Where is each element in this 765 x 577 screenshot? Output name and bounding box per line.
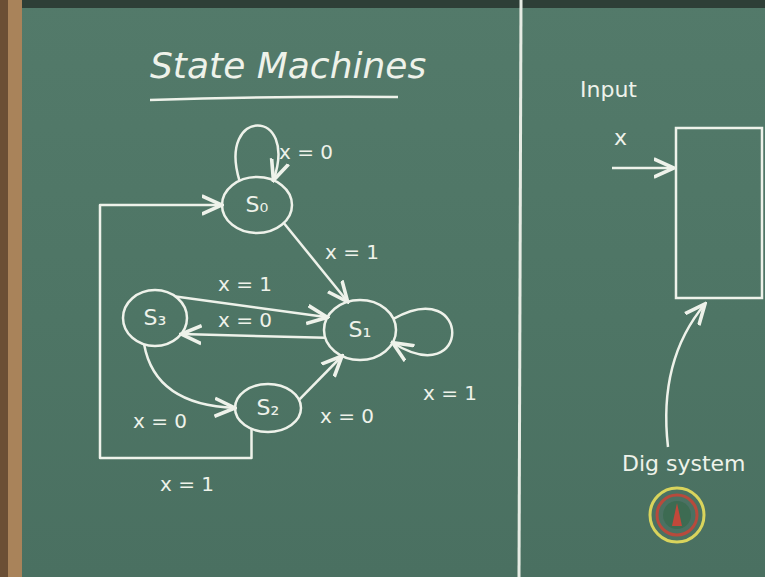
state-name: S₂ bbox=[257, 396, 280, 420]
leader-arrow bbox=[666, 304, 705, 447]
system-box bbox=[676, 128, 762, 298]
state-circle: S₁ bbox=[322, 298, 398, 362]
transition-label: x = 1 bbox=[423, 382, 477, 404]
transition-label: x = 1 bbox=[160, 473, 214, 495]
title: State Machines bbox=[150, 46, 426, 86]
board-top-edge bbox=[22, 0, 765, 8]
state-circle: S₂ bbox=[233, 382, 303, 434]
board-label: Input bbox=[580, 78, 637, 102]
board-label: Dig system bbox=[622, 452, 746, 476]
transition-arrow bbox=[181, 334, 325, 338]
title-underline bbox=[150, 97, 398, 100]
state-circle: S₀ bbox=[220, 175, 294, 235]
wood-frame bbox=[0, 0, 22, 577]
transition-label: x = 0 bbox=[279, 141, 333, 163]
transition-label: x = 0 bbox=[133, 410, 187, 432]
transition-label: x = 1 bbox=[218, 273, 272, 295]
transition-arrow bbox=[236, 125, 279, 180]
transition-arrow bbox=[100, 205, 252, 458]
input-arrow bbox=[612, 167, 674, 170]
transition-label: x = 0 bbox=[218, 309, 272, 331]
wood-frame-edge bbox=[0, 0, 8, 577]
transition-arrow bbox=[393, 309, 453, 355]
transition-arrow bbox=[299, 356, 342, 400]
transition-arrow bbox=[144, 344, 235, 408]
state-name: S₁ bbox=[349, 318, 372, 342]
state-name: S₃ bbox=[144, 306, 167, 330]
divider-line bbox=[519, 0, 521, 577]
transition-label: x = 0 bbox=[320, 405, 374, 427]
state-name: S₀ bbox=[246, 193, 269, 217]
logo bbox=[650, 488, 704, 542]
state-circle: S₃ bbox=[121, 288, 189, 348]
transition-label: x = 1 bbox=[325, 241, 379, 263]
board-label: x bbox=[614, 126, 627, 150]
